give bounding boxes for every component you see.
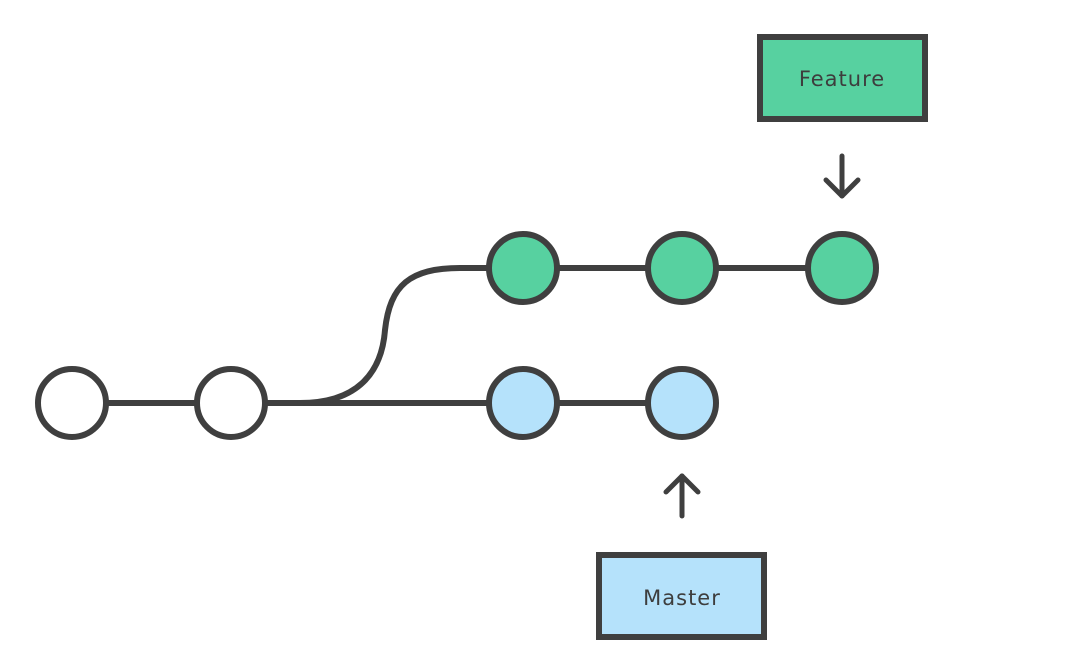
- branch-lines: [104, 265, 810, 406]
- commit-node-m2: [645, 366, 719, 440]
- feature-label-text: Feature: [799, 67, 885, 91]
- down-arrow-icon: [823, 153, 861, 199]
- master-label-text: Master: [643, 586, 721, 610]
- master-branch-label: Master: [596, 552, 767, 640]
- commit-node-f3: [805, 231, 879, 305]
- commit-node-c2: [194, 366, 268, 440]
- edge-branch-curve: [297, 265, 492, 406]
- commits: [35, 231, 879, 440]
- commit-node-c1: [35, 366, 109, 440]
- commit-node-m1: [486, 366, 560, 440]
- up-arrow-icon: [663, 473, 701, 519]
- commit-node-f2: [645, 231, 719, 305]
- commit-node-f1: [486, 231, 560, 305]
- feature-branch-label: Feature: [757, 34, 928, 122]
